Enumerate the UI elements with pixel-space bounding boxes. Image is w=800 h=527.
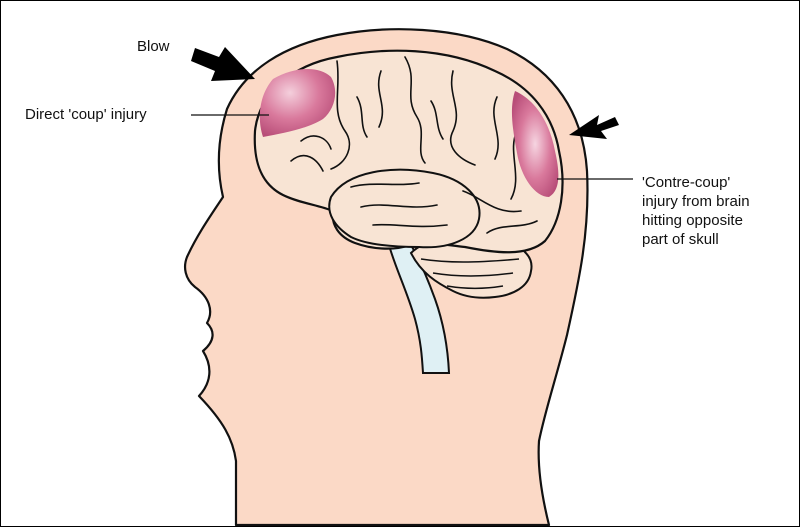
contre-coup-label-line: part of skull xyxy=(642,231,719,248)
cerebellum-fold xyxy=(420,258,520,263)
arrow-icon xyxy=(569,115,619,139)
cerebellum-fold xyxy=(432,272,514,277)
coup-injury-label: Direct 'coup' injury xyxy=(25,106,147,123)
contre-coup-label-line: hitting opposite xyxy=(642,212,743,229)
contre-coup-label: 'Contre-coup' injury from brain hitting … xyxy=(642,173,750,249)
arrow-icon xyxy=(191,47,255,81)
cerebellum-fold xyxy=(446,285,504,289)
coup-injury-area xyxy=(259,68,336,137)
blow-label: Blow xyxy=(137,38,170,55)
contre-coup-label-line: 'Contre-coup' xyxy=(642,174,731,191)
temporal-lobe xyxy=(328,168,481,249)
contre-coup-label-line: injury from brain xyxy=(642,193,750,210)
spinal-cord xyxy=(387,244,451,374)
contre-coup-injury-area xyxy=(511,91,559,197)
